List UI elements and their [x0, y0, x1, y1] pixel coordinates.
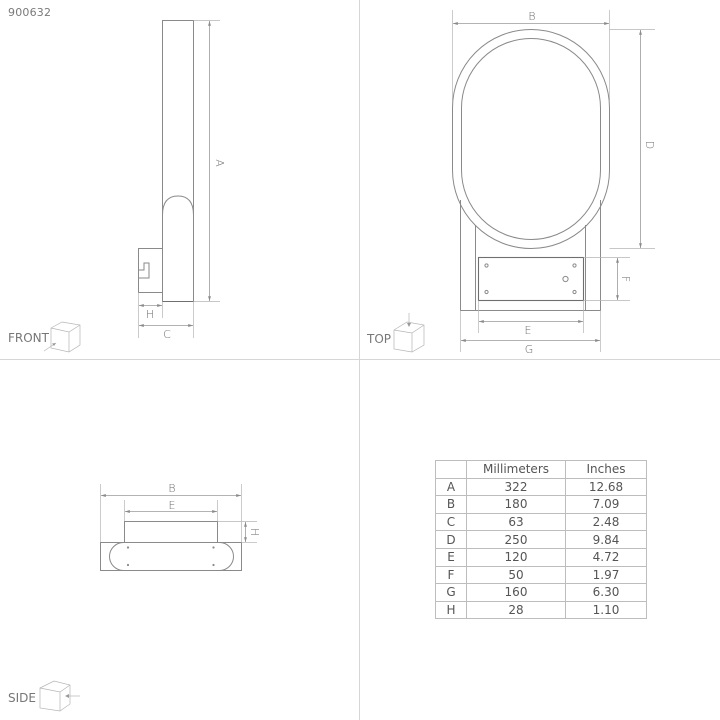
row-mm: 322	[466, 477, 566, 497]
product-code: 900632	[8, 6, 52, 19]
row-in: 12.68	[565, 477, 647, 497]
row-key: G	[435, 583, 467, 602]
top-cube-icon	[393, 313, 425, 353]
row-mm: 250	[466, 530, 566, 549]
side-view-label: SIDE	[8, 691, 36, 705]
row-key: B	[435, 495, 467, 514]
table-row: A 322 12.68	[435, 477, 647, 497]
table-row: E 120 4.72	[435, 547, 647, 567]
row-mm: 63	[466, 512, 566, 532]
dim-label-E-top: E	[525, 324, 532, 337]
top-view-label: TOP	[366, 332, 391, 346]
row-in: 4.72	[565, 547, 647, 567]
row-key: D	[435, 530, 467, 549]
dim-label-B-side: B	[168, 482, 175, 495]
top-view: B D F E G	[366, 10, 656, 356]
dim-label-F: F	[619, 276, 632, 282]
row-in: 2.48	[565, 512, 647, 532]
table-header-inches: Inches	[565, 460, 647, 479]
row-in: 6.30	[565, 583, 647, 602]
front-view: A H C FRONT	[8, 20, 226, 353]
front-view-label: FRONT	[8, 331, 50, 345]
row-in: 1.10	[565, 600, 647, 620]
table-header-key	[435, 460, 467, 479]
side-cube-icon	[39, 680, 80, 712]
row-key: E	[435, 547, 467, 567]
dimensions-table: Millimeters Inches A 322 12.68 B 180 7.0…	[435, 460, 647, 620]
dim-label-H: H	[146, 308, 154, 321]
row-in: 9.84	[565, 530, 647, 549]
table-row: G 160 6.30	[435, 583, 647, 602]
row-mm: 50	[466, 565, 566, 585]
row-key: F	[435, 565, 467, 585]
table-header-millimeters: Millimeters	[466, 460, 566, 479]
dim-label-B-top: B	[528, 10, 535, 23]
row-mm: 28	[466, 600, 566, 620]
dim-label-C: C	[163, 328, 171, 341]
row-in: 7.09	[565, 495, 647, 514]
dim-label-G: G	[525, 343, 534, 356]
table-row: D 250 9.84	[435, 530, 647, 549]
table-row: C 63 2.48	[435, 512, 647, 532]
row-key: H	[435, 600, 467, 620]
side-view: B E H SIDE	[8, 482, 261, 712]
row-mm: 120	[466, 547, 566, 567]
dim-label-A: A	[213, 159, 226, 167]
row-key: C	[435, 512, 467, 532]
front-cube-icon	[43, 321, 81, 353]
table-header-row: Millimeters Inches	[435, 460, 647, 479]
dim-label-H-side: H	[248, 528, 261, 536]
table-row: B 180 7.09	[435, 495, 647, 514]
dim-label-E-side: E	[169, 499, 176, 512]
row-in: 1.97	[565, 565, 647, 585]
row-key: A	[435, 477, 467, 497]
row-mm: 180	[466, 495, 566, 514]
dim-label-D: D	[643, 141, 656, 149]
table-row: F 50 1.97	[435, 565, 647, 585]
table-row: H 28 1.10	[435, 600, 647, 620]
row-mm: 160	[466, 583, 566, 602]
